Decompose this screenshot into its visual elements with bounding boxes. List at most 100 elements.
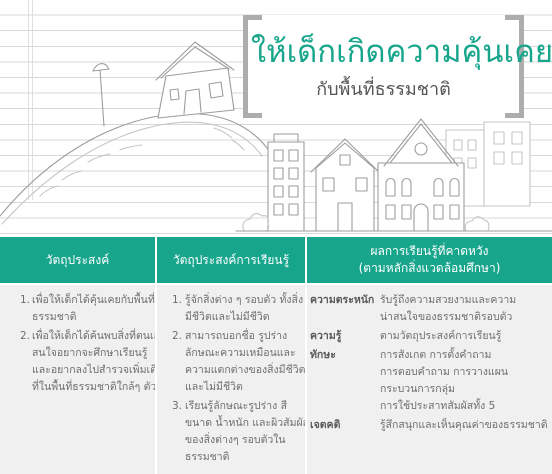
learning-objectives-column: 1. รู้จักสิ่งต่าง ๆ รอบตัว ทั้งสิ่ง มีชี…	[157, 285, 305, 474]
gable-house-body	[315, 142, 375, 232]
outcome-text-line: การสังเกต การตั้งคำถาม	[380, 348, 492, 361]
learning-objective-item: 1. รู้จักสิ่งต่าง ๆ รอบตัว ทั้งสิ่ง มีชี…	[172, 292, 305, 326]
bush	[464, 216, 490, 232]
outcome-text-line: การตอบคำถาม การวางแผน	[380, 365, 509, 378]
outcome-text-line: น่าสนใจของธรรมชาติรอบตัว	[380, 310, 513, 323]
item-text-line: รู้จักสิ่งต่าง ๆ รอบตัว ทั้งสิ่ง	[185, 293, 304, 306]
item-text-line: และอยากลงไปสำรวจเพิ่มเติม	[32, 363, 155, 376]
item-text-line: เพื่อให้เด็กได้ค้นพบสิ่งที่ตนเอง	[32, 329, 155, 342]
outcome-text-line: การใช้ประสาทสัมผัสทั้ง 5	[380, 399, 496, 412]
header-label: วัตถุประสงค์การเรียนรู้	[172, 252, 290, 267]
bush	[242, 213, 270, 232]
item-text-line: มีชีวิตและไม่มีชีวิต	[185, 310, 270, 323]
tall-building-sketch	[267, 133, 305, 232]
lamp-post-sketch	[92, 63, 110, 127]
expected-outcomes-column: ความตระหนัก รับรู้ถึงความสวยงามและความ น…	[307, 285, 552, 474]
outcome-label: ทักษะ	[310, 348, 336, 361]
outcome-text: การสังเกต การตั้งคำถาม การตอบคำถาม การวา…	[380, 347, 508, 415]
outcome-text: รับรู้ถึงความสวยงามและความ น่าสนใจของธรร…	[380, 292, 516, 326]
outcome-row-awareness: ความตระหนัก รับรู้ถึงความสวยงามและความ น…	[310, 292, 552, 326]
item-number: 1.	[172, 293, 183, 306]
gable-house-windows	[322, 177, 368, 192]
item-text-line: ความแตกต่างของสิ่งมีชีวิต	[185, 363, 305, 376]
background-buildings-sketch	[445, 121, 531, 207]
item-number: 2.	[20, 329, 31, 342]
item-text: เรียนรู้ลักษณะรูปร่าง สี ขนาด น้ำหนัก แล…	[185, 398, 305, 466]
header-label: วัตถุประสงค์	[45, 252, 110, 267]
item-text-line: ขนาด น้ำหนัก และผิวสัมผัส	[185, 416, 305, 429]
item-text-line: สนใจอยากจะศึกษาเรียนรู้	[32, 346, 148, 359]
house-window	[208, 81, 224, 99]
activity-table: วัตถุประสงค์ วัตถุประสงค์การเรียนรู้ ผลก…	[0, 237, 552, 474]
item-text-line: เพื่อให้เด็กได้คุ้นเคยกับพื้นที่	[32, 293, 155, 306]
outcome-row-skills: ทักษะ การสังเกต การตั้งคำถาม การตอบคำถาม…	[310, 347, 552, 415]
lamp-head	[92, 63, 110, 72]
notebook-margin-line	[32, 0, 33, 200]
town-hall-roof	[383, 118, 459, 167]
title-block: ให้เด็กเกิดความคุ้นเคย กับพื้นที่ธรรมชาต…	[243, 15, 552, 118]
town-hall-lower-windows	[385, 204, 460, 220]
header-learning-objectives: วัตถุประสงค์การเรียนรู้	[157, 237, 305, 283]
item-text-line: ที่ในพื้นที่ธรรมชาติใกล้ๆ ตัว	[32, 380, 155, 393]
tall-building-body	[267, 141, 305, 232]
hill-hatch	[39, 127, 245, 197]
item-text-line: สามารถบอกชื่อ รูปร่าง	[185, 329, 288, 342]
house-roof-inner	[160, 46, 230, 79]
item-text-line: ธรรมชาติ	[32, 310, 77, 323]
item-text-line: และไม่มีชีวิต	[185, 380, 243, 393]
item-text: เพื่อให้เด็กได้คุ้นเคยกับพื้นที่ ธรรมชาต…	[32, 292, 155, 326]
item-number: 3.	[172, 399, 183, 412]
notebook-margin-line	[28, 0, 29, 200]
table-header: วัตถุประสงค์ วัตถุประสงค์การเรียนรู้ ผลก…	[0, 237, 552, 283]
outcome-text-line: ตามวัตถุประสงค์การเรียนรู้	[380, 329, 502, 342]
page-subtitle: กับพื้นที่ธรรมชาติ	[316, 79, 451, 100]
hilltop-house-sketch	[155, 41, 235, 119]
outcome-text: ตามวัตถุประสงค์การเรียนรู้	[380, 328, 501, 345]
outcome-label: ความตระหนัก	[310, 293, 375, 306]
hill-outline	[0, 112, 271, 217]
outcome-text: รู้สึกสนุกและเห็นคุณค่าของธรรมชาติ	[380, 417, 548, 434]
nature-sketch-illustration	[0, 41, 552, 232]
item-text-line: เรียนรู้ลักษณะรูปร่าง สี	[185, 399, 288, 412]
objectives-column: 1. เพื่อให้เด็กได้คุ้นเคยกับพื้นที่ ธรรม…	[0, 285, 155, 474]
gable-house-attic-window	[339, 154, 351, 166]
item-text-line: ธรรมชาติ	[185, 450, 230, 463]
town-hall-body	[377, 162, 465, 232]
outcome-text-line: กระบวนการกลุ่ม	[380, 382, 455, 395]
header-objectives: วัตถุประสงค์	[0, 237, 155, 283]
table-body: 1. เพื่อให้เด็กได้คุ้นเคยกับพื้นที่ ธรรม…	[0, 285, 552, 474]
background-building	[483, 121, 531, 207]
gable-house-door	[337, 202, 353, 232]
house-window	[169, 88, 180, 101]
outcome-text-line: รับรู้ถึงความสวยงามและความ	[380, 293, 517, 306]
town-sketch	[235, 118, 552, 232]
item-text: รู้จักสิ่งต่าง ๆ รอบตัว ทั้งสิ่ง มีชีวิต…	[185, 292, 303, 326]
lamp-pole	[99, 69, 105, 127]
house-roof	[155, 41, 235, 81]
outcome-label: ความรู้	[310, 329, 342, 342]
town-hall-sketch	[377, 118, 465, 232]
town-hall-door	[413, 203, 429, 232]
page-title: ให้เด็กเกิดความคุ้นเคย	[251, 34, 552, 70]
outcome-row-attitude: เจตคติ รู้สึกสนุกและเห็นคุณค่าของธรรมชาต…	[310, 417, 552, 434]
learning-objective-item: 3. เรียนรู้ลักษณะรูปร่าง สี ขนาด น้ำหนัก…	[172, 398, 305, 466]
tall-building-windows	[273, 149, 299, 216]
town-hall-arched-windows	[385, 177, 460, 197]
house-door	[183, 88, 202, 115]
item-number: 1.	[20, 293, 31, 306]
learning-objective-item: 2. สามารถบอกชื่อ รูปร่าง ลักษณะความเหมือ…	[172, 328, 305, 396]
item-text: สามารถบอกชื่อ รูปร่าง ลักษณะความเหมือนแล…	[185, 328, 305, 396]
outcome-row-knowledge: ความรู้ ตามวัตถุประสงค์การเรียนรู้	[310, 328, 552, 345]
item-number: 2.	[172, 329, 183, 342]
item-text-line: ลักษณะความเหมือนและ	[185, 346, 296, 359]
right-bracket	[505, 15, 524, 118]
item-text-line: ของสิ่งต่างๆ รอบตัวใน	[185, 433, 286, 446]
header-label: ผลการเรียนรู้ที่คาดหวัง	[370, 244, 489, 258]
item-text: เพื่อให้เด็กได้ค้นพบสิ่งที่ตนเอง สนใจอยา…	[32, 328, 155, 396]
bush-sketch	[242, 213, 490, 232]
header-expected-outcomes: ผลการเรียนรู้ที่คาดหวัง (ตามหลักสิ่งแวดล…	[307, 237, 552, 283]
town-hall-round-window	[414, 142, 428, 156]
left-bracket	[243, 15, 262, 118]
tall-building-top	[273, 133, 299, 143]
